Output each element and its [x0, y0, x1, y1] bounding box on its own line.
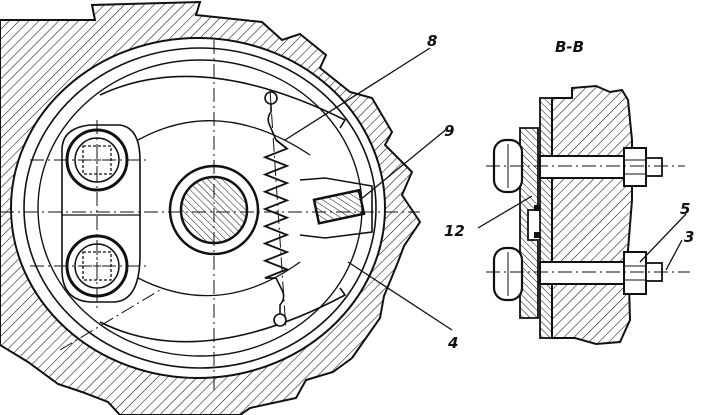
main-view: [0, 0, 453, 415]
leader-lines: [284, 47, 453, 331]
callout-9: 9: [444, 122, 454, 140]
upper-bolt: [492, 138, 663, 194]
drum-ring-outer: [23, 47, 377, 369]
outer-housing: [0, 0, 422, 415]
callout-8: 8: [427, 32, 437, 50]
shoe-arc-bottom: [99, 287, 347, 343]
section-center-lines: [486, 165, 690, 273]
center-lines: [0, 40, 420, 390]
pin-plate: [61, 124, 141, 303]
return-spring: [262, 91, 290, 327]
shoe-arc-inner-bottom: [137, 261, 301, 297]
callout-5: 5: [680, 200, 690, 218]
callout-3: 3: [684, 228, 694, 246]
section-flange: [519, 127, 539, 319]
section-housing: [551, 84, 633, 346]
lower-bolt: [492, 246, 663, 302]
callout-12: 12: [444, 222, 465, 240]
section-plate: [539, 97, 553, 339]
section-title: B-B: [555, 38, 584, 56]
shoe-arc-top: [99, 75, 347, 129]
cam-block: [312, 188, 366, 225]
section-view: [477, 84, 690, 346]
section-leader-lines: [477, 195, 687, 271]
callout-4: 4: [447, 334, 458, 352]
cam-lever: [299, 177, 373, 239]
shoe-arc-inner-top: [137, 120, 311, 156]
